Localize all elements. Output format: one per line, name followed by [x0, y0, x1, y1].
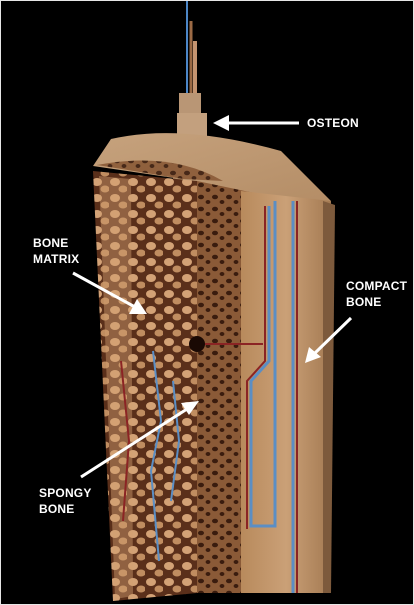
- osteon-label: OSTEON: [307, 115, 359, 131]
- spongy-bone-label: SPONGY BONE: [39, 485, 92, 517]
- bone-matrix-label: BONE MATRIX: [33, 235, 79, 267]
- compact-bone-label: COMPACT BONE: [346, 278, 407, 310]
- compact-bone-block: [241, 191, 331, 593]
- vessel-strands: [187, 1, 195, 99]
